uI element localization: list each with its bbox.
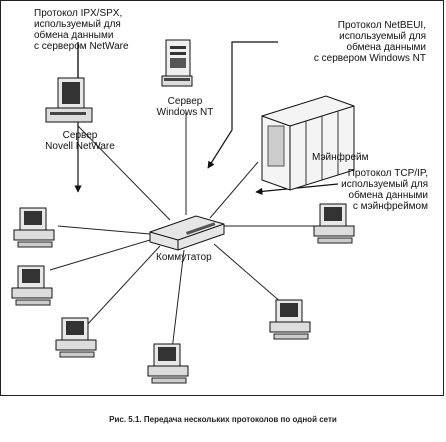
diagram-frame [0, 0, 444, 396]
switch-label: Коммутатор [156, 252, 212, 263]
workstation-left-upper-icon [13, 207, 55, 248]
server-netware-label: Сервер Novell NetWare [45, 130, 115, 152]
tcpip-protocol-label: Протокол TCP/IP, используемый для обмена… [341, 168, 428, 212]
mainframe-icon [261, 95, 355, 191]
network-diagram [11, 39, 355, 384]
mainframe-label: Мэйнфрейм [312, 152, 369, 163]
figure-caption: Рис. 5.1. Передача нескольких протоколов… [109, 415, 337, 424]
workstation-right-upper-icon [313, 203, 355, 244]
switch-icon [149, 215, 225, 251]
netbeui-protocol-label: Протокол NetBEUI, используемый для обмен… [313, 20, 426, 64]
server-nt-label: Сервер Windows NT [156, 96, 214, 118]
workstation-left-middle-icon [11, 265, 53, 306]
connection-lines [49, 112, 318, 351]
server-netware-icon [45, 77, 93, 123]
workstation-bottom-icon [147, 343, 189, 384]
workstation-left-lower-icon [55, 317, 97, 358]
server-nt-icon [161, 39, 193, 87]
workstation-right-lower-icon [269, 299, 311, 340]
ipx-protocol-label: Протокол IPX/SPX, используемый для обмен… [34, 8, 129, 52]
